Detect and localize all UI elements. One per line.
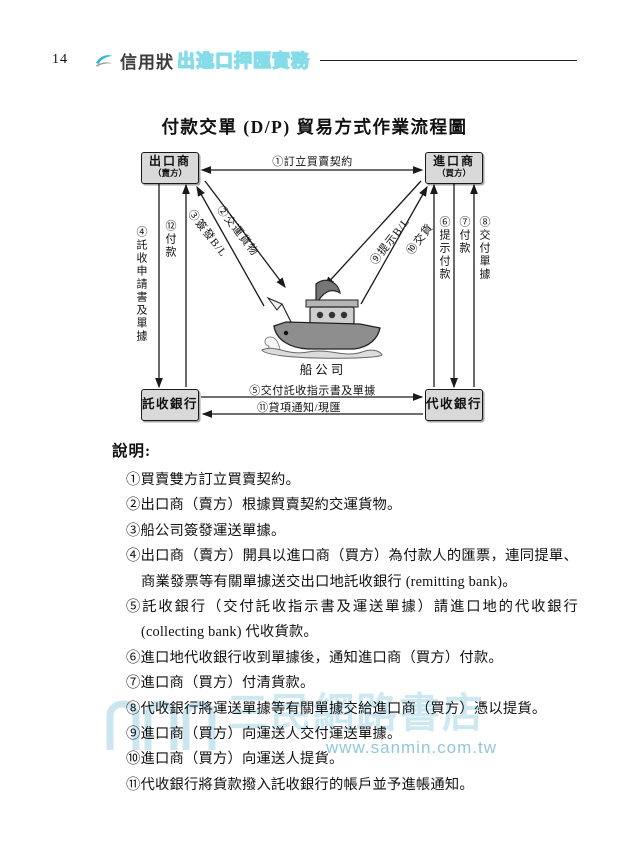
list-item: ⑧代收銀行將運送單據等有關單據交給進口商（買方）憑以提貨。 (126, 700, 547, 717)
arrow-label-pay-exporter: ⑫付款 (164, 220, 176, 259)
list-item: ⑨進口商（買方）向運送人交付運送單據。 (126, 726, 402, 743)
header-title-sub: 出進口押匯實務 (176, 50, 310, 71)
box-importer-name: 進口商 (432, 154, 475, 168)
arrow-label-deliver-documents: ⑧交付單據 (478, 216, 490, 281)
list-item: ⑩進口商（買方）向運送人提貨。 (126, 751, 344, 768)
arrow-label-payment: ⑦付款 (458, 216, 470, 255)
box-remitting-bank: 託收銀行 (141, 389, 199, 421)
list-item: ②出口商（賣方）根據買賣契約交運貨物。 (126, 497, 402, 514)
header-title-main: 信用狀 (120, 52, 174, 72)
box-importer: 進口商 （買方） (425, 152, 483, 184)
ship-illustration-icon (261, 279, 383, 359)
list-item: ③船公司簽發運送單據。 (126, 522, 286, 539)
flow-diagram: 出口商 （賣方） 進口商 （買方） 託收銀行 代收銀行 ①訂立買賣契約 ⑤交付託… (0, 140, 629, 452)
arrow-label-present-payment: ⑥提示付款 (438, 216, 450, 281)
header-rule (320, 59, 577, 61)
list-item: ⑤託收銀行（交付託收指示書及運送單據）請進口地的代收銀行 (collecting… (126, 599, 578, 641)
list-item: ⑦進口商（買方）付清貨款。 (126, 675, 315, 692)
list-item: ⑥進口地代收銀行收到單據後，通知進口商（買方）付款。 (126, 649, 503, 666)
list-item: ④出口商（賣方）開具以進口商（買方）為付款人的匯票，連同提單、商業發票等有關單據… (126, 548, 578, 590)
explanation-heading: 說明: (112, 443, 152, 460)
carrier-label: 船公司 (299, 363, 347, 377)
arrow-label-collection-application: ④託收申請書及單據 (135, 226, 147, 343)
brand-swoosh-icon (94, 53, 114, 68)
box-collecting-bank: 代收銀行 (425, 389, 483, 421)
box-exporter: 出口商 （賣方） (141, 152, 199, 184)
box-exporter-name: 出口商 (148, 154, 191, 168)
figure-title: 付款交單 (D/P) 貿易方式作業流程圖 (161, 117, 468, 137)
arrow-label-collection-order: ⑤交付託收指示書及單據 (249, 385, 376, 397)
box-exporter-sub: （賣方） (152, 168, 187, 178)
flow-arrows-layer (155, 166, 478, 418)
arrow-label-contract: ①訂立買賣契約 (272, 156, 353, 168)
page-header: 14 信用狀 出進口押匯實務 (52, 46, 577, 74)
explanation-section: 說明: ①買賣雙方訂立買賣契約。 ②出口商（賣方）根據買賣契約交運貨物。 ③船公… (112, 441, 578, 798)
page-number: 14 (52, 52, 68, 67)
list-item: ⑪代收銀行將貨款撥入託收銀行的帳戶並予進帳通知。 (126, 776, 474, 793)
list-item: ①買賣雙方訂立買賣契約。 (126, 472, 300, 488)
box-importer-sub: （買方） (436, 168, 471, 178)
arrow-label-credit-advice: ⑪貸項通知/現匯 (257, 402, 342, 414)
explanation-list: ①買賣雙方訂立買賣契約。 ②出口商（賣方）根據買賣契約交運貨物。 ③船公司簽發運… (126, 468, 578, 798)
